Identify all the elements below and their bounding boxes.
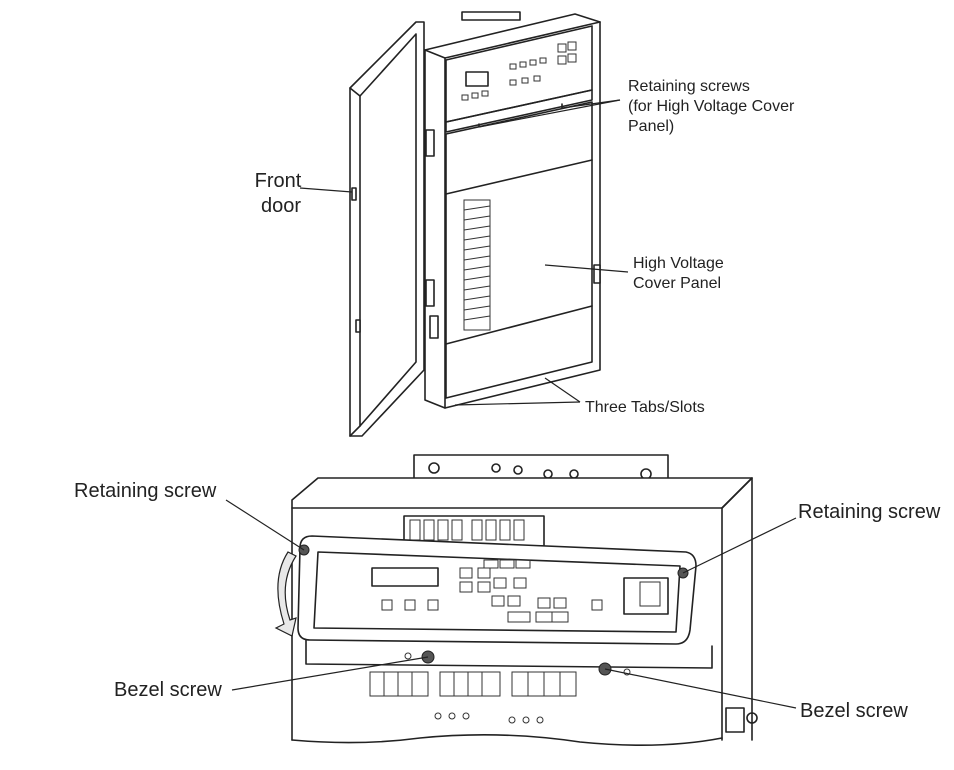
label-retaining-screw-left: Retaining screw [74, 480, 217, 502]
label-retaining-screws-top: Retaining screws (for High Voltage Cover… [628, 78, 795, 135]
label-hv-cover-panel: High Voltage Cover Panel [633, 255, 724, 292]
svg-text:(for High Voltage Cover: (for High Voltage Cover [628, 98, 795, 115]
label-bezel-screw-right: Bezel screw [800, 700, 908, 722]
breaker-stack [463, 199, 491, 331]
top-mounting-bracket [461, 11, 521, 21]
label-retaining-screw-right: Retaining screw [798, 501, 941, 523]
svg-text:Cover Panel: Cover Panel [633, 275, 721, 292]
label-bezel-screw-left: Bezel screw [114, 679, 222, 701]
terminal-blocks [369, 671, 577, 724]
front-door-shape [349, 21, 425, 437]
bottom-bezel-illustration [225, 454, 797, 746]
label-three-tabs: Three Tabs/Slots [585, 399, 705, 416]
svg-text:Retaining screws: Retaining screws [628, 78, 750, 95]
svg-text:Front: Front [255, 170, 302, 192]
svg-text:door: door [261, 195, 301, 217]
side-lock-icon [725, 707, 745, 733]
rotate-arrow-icon [274, 551, 297, 637]
svg-text:High Voltage: High Voltage [633, 255, 724, 272]
bottom-enclosure-top [291, 477, 753, 509]
top-enclosure-illustration [299, 11, 629, 437]
bezel-display [371, 567, 439, 587]
svg-text:Panel): Panel) [628, 118, 674, 135]
label-front-door: Front door [255, 170, 302, 217]
